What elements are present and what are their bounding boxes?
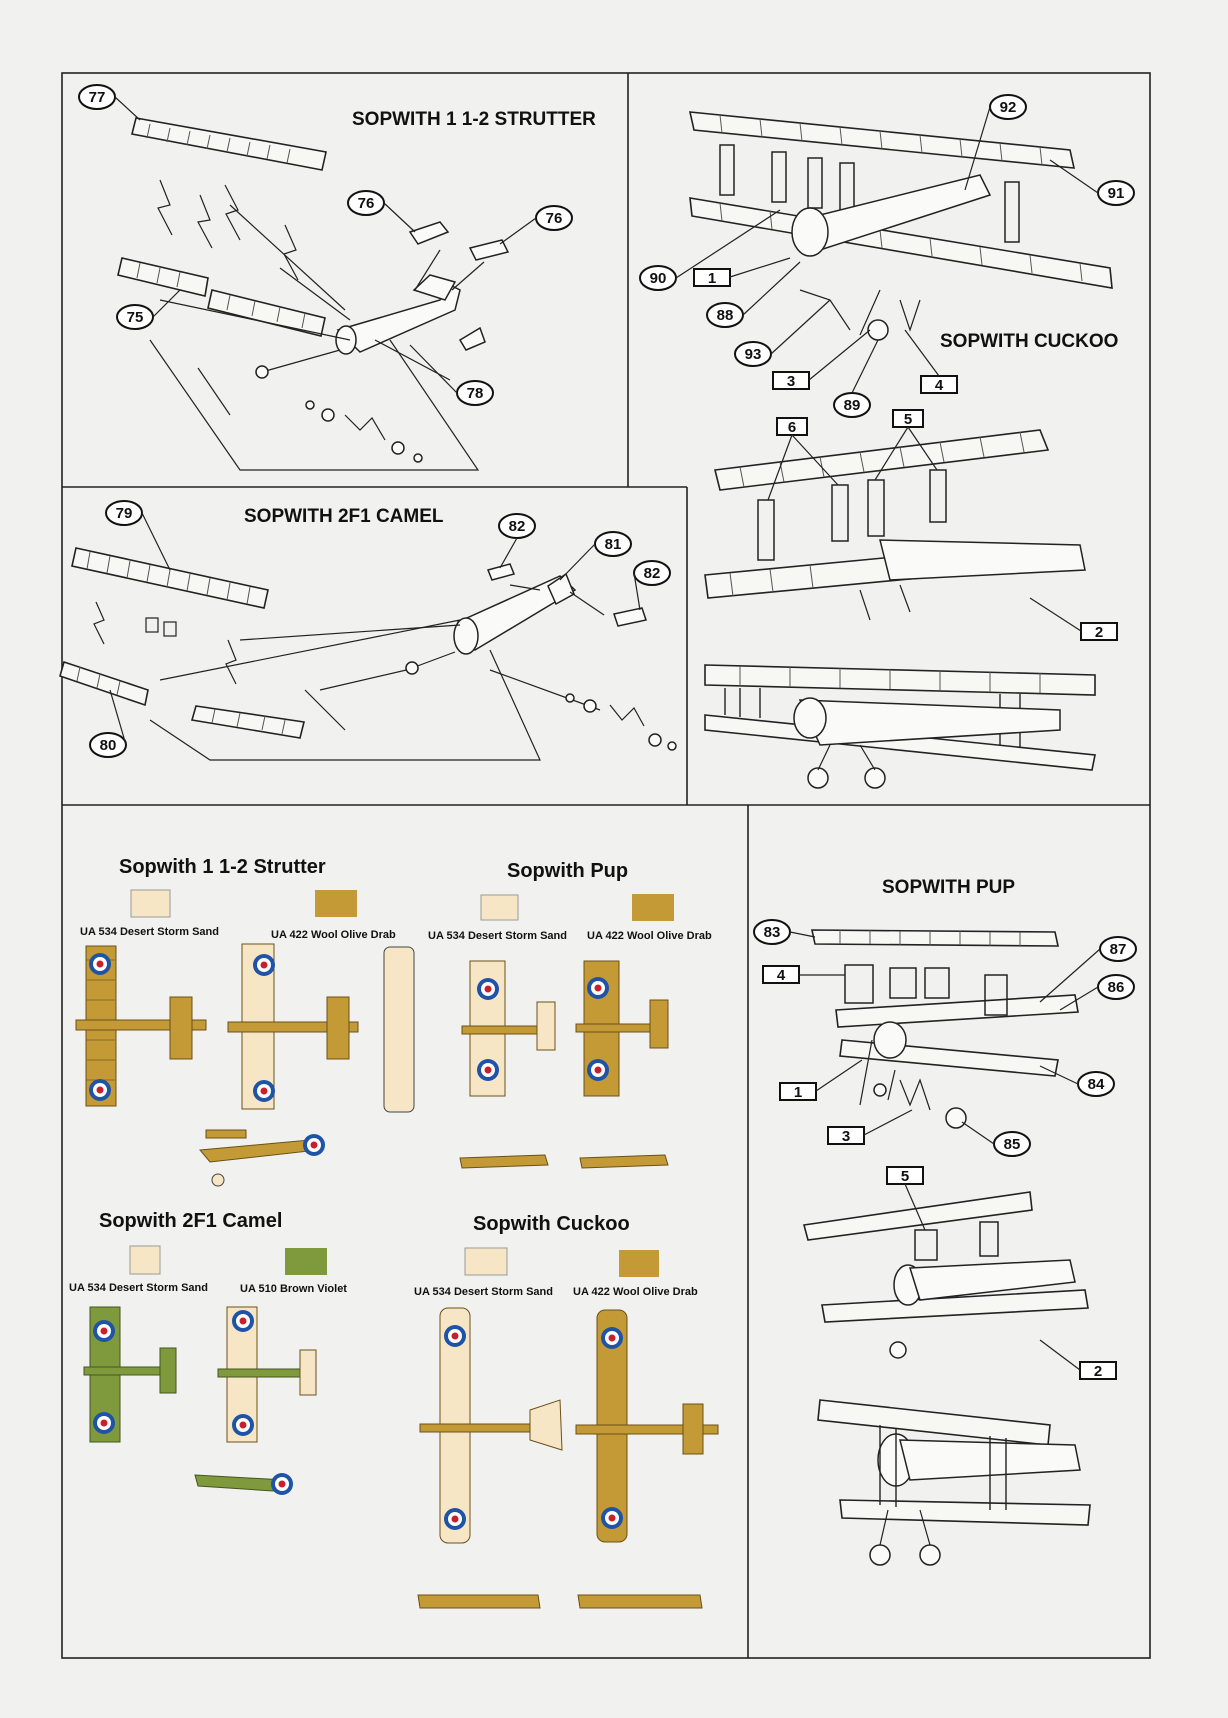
paint-label-strutter-1: UA 534 Desert Storm Sand bbox=[80, 926, 219, 938]
pup-assembly-panel: SOPWITH PUP bbox=[802, 877, 1091, 1566]
pup-assembly-title: SOPWITH PUP bbox=[882, 877, 1015, 898]
callout-86: 86 bbox=[1108, 979, 1125, 996]
callout-90: 90 bbox=[650, 270, 667, 287]
pup-callouts: 83 87 4 86 1 84 3 85 5 2 bbox=[753, 919, 1137, 1380]
callout-77: 77 bbox=[89, 89, 106, 106]
swatch-olive-drab-pup bbox=[632, 894, 674, 921]
scheme-title-strutter: Sopwith 1 1-2 Strutter bbox=[119, 856, 326, 878]
callout-83: 83 bbox=[764, 924, 781, 941]
strutter-small-parts bbox=[197, 365, 423, 463]
callout-4-pup: 4 bbox=[777, 967, 786, 984]
callout-85: 85 bbox=[1004, 1136, 1021, 1153]
callout-84: 84 bbox=[1088, 1076, 1105, 1093]
panel-frames bbox=[61, 72, 1151, 1659]
cuckoo-scheme: Sopwith Cuckoo UA 534 Desert Storm Sand … bbox=[414, 1213, 719, 1609]
callout-1: 1 bbox=[708, 270, 716, 287]
cuckoo-complete-view bbox=[704, 664, 1096, 789]
callout-2-pup: 2 bbox=[1094, 1363, 1102, 1380]
callout-80: 80 bbox=[100, 737, 117, 754]
callout-82-right: 82 bbox=[644, 565, 661, 582]
strutter-leader-lines bbox=[149, 204, 485, 471]
callout-leaders bbox=[109, 96, 1101, 1371]
camel-assembly-panel: SOPWITH 2F1 CAMEL bbox=[59, 506, 677, 761]
callout-3: 3 bbox=[787, 373, 795, 390]
callout-92: 92 bbox=[1000, 99, 1017, 116]
callout-5: 5 bbox=[904, 411, 912, 428]
cuckoo-exploded-view bbox=[688, 111, 1113, 341]
swatch-desert-sand bbox=[130, 889, 171, 918]
callout-4: 4 bbox=[935, 377, 944, 394]
swatch-brown-violet bbox=[285, 1248, 327, 1275]
paint-label-cuckoo-1: UA 534 Desert Storm Sand bbox=[414, 1286, 553, 1298]
strutter-fuselage bbox=[335, 221, 510, 355]
callout-6: 6 bbox=[788, 419, 796, 436]
scheme-title-camel: Sopwith 2F1 Camel bbox=[99, 1210, 282, 1232]
scheme-title-pup: Sopwith Pup bbox=[507, 860, 628, 882]
cuckoo-assembly-panel: SOPWITH CUCKOO bbox=[688, 111, 1118, 789]
strutter-struts bbox=[157, 179, 299, 281]
swatch-desert-sand-cuckoo bbox=[464, 1247, 508, 1276]
pup-struts-view bbox=[802, 1191, 1089, 1359]
paint-label-camel-1: UA 534 Desert Storm Sand bbox=[69, 1282, 208, 1294]
callout-75: 75 bbox=[127, 309, 144, 326]
swatch-olive-drab-cuckoo bbox=[619, 1250, 659, 1277]
cuckoo-assembly-title: SOPWITH CUCKOO bbox=[940, 331, 1118, 352]
paint-label-camel-2: UA 510 Brown Violet bbox=[240, 1283, 347, 1295]
callout-76-left: 76 bbox=[358, 195, 375, 212]
paint-label-cuckoo-2: UA 422 Wool Olive Drab bbox=[573, 1286, 698, 1298]
callout-5-pup: 5 bbox=[901, 1168, 909, 1185]
swatch-olive-drab bbox=[315, 890, 357, 917]
callout-82-top: 82 bbox=[509, 518, 526, 535]
callout-3-pup: 3 bbox=[842, 1128, 850, 1145]
callout-91: 91 bbox=[1108, 185, 1125, 202]
scheme-title-cuckoo: Sopwith Cuckoo bbox=[473, 1213, 630, 1235]
strutter-assembly-title: SOPWITH 1 1-2 STRUTTER bbox=[352, 109, 596, 130]
paint-label-pup-2: UA 422 Wool Olive Drab bbox=[587, 930, 712, 942]
callout-2: 2 bbox=[1095, 624, 1103, 641]
callout-81: 81 bbox=[605, 536, 622, 553]
callout-89: 89 bbox=[844, 397, 861, 414]
callout-79: 79 bbox=[116, 505, 133, 522]
pup-complete-view bbox=[817, 1399, 1091, 1566]
paint-label-pup-1: UA 534 Desert Storm Sand bbox=[428, 930, 567, 942]
swatch-desert-sand-pup bbox=[480, 894, 519, 921]
cuckoo-callouts: 92 91 90 1 88 93 3 89 4 6 5 2 bbox=[639, 94, 1135, 641]
pup-exploded-view bbox=[835, 964, 1079, 1129]
callout-78: 78 bbox=[467, 385, 484, 402]
camel-callouts: 79 82 81 82 80 bbox=[89, 500, 671, 758]
camel-scheme: Sopwith 2F1 Camel UA 534 Desert Storm Sa… bbox=[69, 1210, 347, 1495]
strutter-scheme: Sopwith 1 1-2 Strutter UA 534 Desert Sto… bbox=[75, 856, 415, 1187]
callout-1-pup: 1 bbox=[794, 1084, 802, 1101]
pup-scheme: Sopwith Pup UA 534 Desert Storm Sand UA … bbox=[428, 860, 712, 1169]
callout-76-right: 76 bbox=[546, 210, 563, 227]
strutter-assembly-panel: SOPWITH 1 1-2 STRUTTER bbox=[117, 109, 596, 471]
cuckoo-struts-view bbox=[704, 429, 1086, 621]
callout-87: 87 bbox=[1110, 941, 1127, 958]
callout-88: 88 bbox=[717, 307, 734, 324]
strutter-lower-wings bbox=[117, 257, 326, 337]
strutter-top-wing bbox=[131, 117, 327, 171]
paint-label-strutter-2: UA 422 Wool Olive Drab bbox=[271, 929, 396, 941]
swatch-desert-sand-camel bbox=[129, 1245, 161, 1275]
camel-assembly-title: SOPWITH 2F1 CAMEL bbox=[244, 506, 444, 527]
callout-93: 93 bbox=[745, 346, 762, 363]
